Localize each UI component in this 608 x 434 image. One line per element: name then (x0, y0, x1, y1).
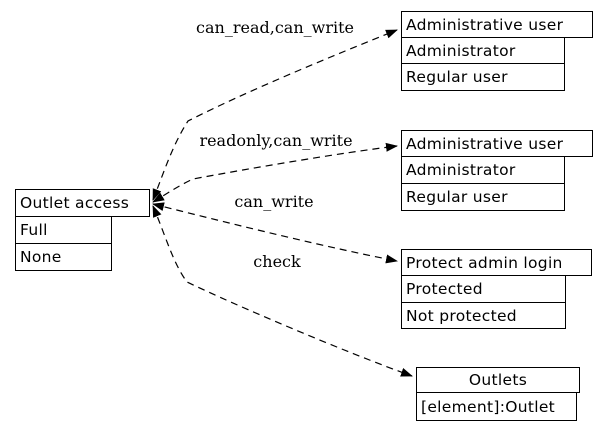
node-administrative-user-2-row-regular-user: Regular user (401, 183, 565, 211)
edge-label-can-write: can_write (234, 192, 314, 211)
edge-label-check: check (253, 252, 301, 271)
node-protect-admin-login-header: Protect admin login (401, 249, 592, 276)
node-administrative-user-2-row-administrator: Administrator (401, 156, 565, 184)
node-protect-admin-login-row-not-protected: Not protected (401, 302, 566, 329)
node-administrative-user-1-header: Administrative user (401, 11, 593, 38)
node-outlet-access-row-none: None (15, 243, 112, 271)
node-administrative-user-2-header: Administrative user (401, 130, 593, 157)
node-protect-admin-login-row-protected: Protected (401, 275, 566, 303)
node-outlet-access-row-full: Full (15, 216, 112, 244)
node-administrative-user-1-row-administrator: Administrator (401, 37, 565, 64)
edge-label-can-read-can-write: can_read,can_write (196, 18, 354, 37)
node-outlets-header: Outlets (416, 367, 580, 393)
edge-check (152, 205, 413, 377)
node-administrative-user-1-row-regular-user: Regular user (401, 63, 565, 91)
edge-readonly-can-write (152, 142, 398, 203)
edge-label-readonly-can-write: readonly,can_write (199, 131, 353, 150)
node-outlets-row-element-outlet: [element]:Outlet (416, 392, 577, 421)
node-outlet-access-header: Outlet access (15, 189, 150, 217)
edge-can-read-can-write (152, 29, 398, 201)
